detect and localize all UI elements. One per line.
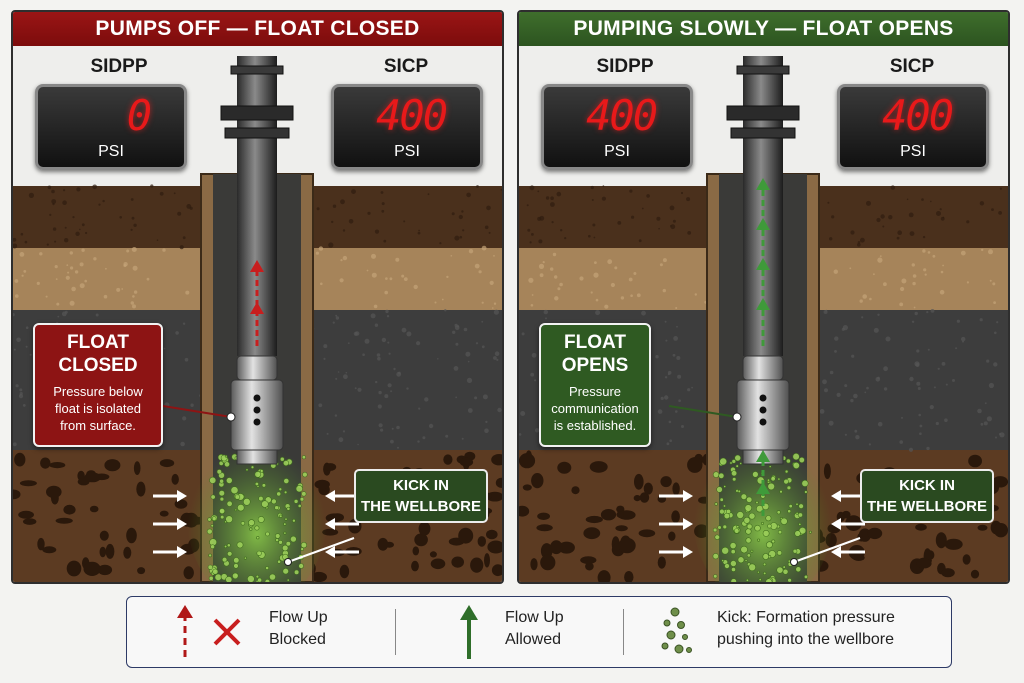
- kick-label: KICK IN THE WELLBORE: [860, 469, 994, 523]
- float-valve: [230, 379, 284, 451]
- legend: Flow Up Blocked Flow Up Allowed Kick: Form…: [126, 596, 952, 668]
- green-arrow-up-icon: [460, 605, 478, 659]
- panel-title: PUMPS OFF — FLOAT CLOSED: [13, 12, 502, 46]
- callout-heading-1: FLOAT: [564, 332, 626, 353]
- kick-label-2: THE WELLBORE: [361, 498, 481, 515]
- legend-allowed-line2: Allowed: [505, 631, 562, 648]
- callout-body-3: is established.: [553, 418, 637, 433]
- sicp-value: 400: [882, 91, 954, 140]
- legend-blocked-text: Flow Up Blocked: [269, 607, 328, 651]
- formation-layers: [13, 46, 502, 582]
- kick-label: KICK IN THE WELLBORE: [354, 469, 488, 523]
- panel-pumps-off: PUMPS OFF — FLOAT CLOSED SIDPP 0 PSI SIC…: [11, 10, 504, 584]
- sicp-label: SICP: [383, 56, 429, 77]
- legend-kick-line1: Kick: Formation pressure: [717, 609, 895, 626]
- callout-body-2: communication: [551, 401, 639, 416]
- legend-blocked-icons: [177, 605, 241, 657]
- legend-kick-text: Kick: Formation pressure pushing into the…: [717, 607, 895, 651]
- panel-pumping-slowly: PUMPING SLOWLY — FLOAT OPENS SIDPP 400 P…: [517, 10, 1010, 584]
- sidpp-unit: PSI: [98, 143, 124, 160]
- callout-heading-2: OPENS: [561, 355, 629, 376]
- legend-divider: [623, 609, 624, 655]
- legend-blocked-line2: Blocked: [269, 631, 326, 648]
- legend-divider: [395, 609, 396, 655]
- bubbles-icon: [661, 607, 692, 654]
- panel-title: PUMPING SLOWLY — FLOAT OPENS: [519, 12, 1008, 46]
- sicp-value: 400: [376, 91, 448, 140]
- sicp-unit: PSI: [900, 143, 926, 160]
- float-sub-top: [236, 355, 278, 381]
- legend-allowed-text: Flow Up Allowed: [505, 607, 564, 651]
- callout-heading-2: CLOSED: [58, 355, 138, 376]
- legend-kick-line2: pushing into the wellbore: [717, 631, 895, 648]
- kick-label-1: KICK IN: [393, 477, 449, 494]
- kick-label-1: KICK IN: [899, 477, 955, 494]
- callout-body-1: Pressure: [568, 384, 622, 399]
- sidpp-label: SIDPP: [596, 56, 654, 77]
- callout-heading-1: FLOAT: [67, 332, 129, 353]
- sicp-gauge: 400 PSI: [837, 84, 989, 170]
- sicp-unit: PSI: [394, 143, 420, 160]
- well-scene: [13, 46, 502, 582]
- sidpp-gauge: 400 PSI: [541, 84, 693, 170]
- sidpp-value: 400: [586, 91, 658, 140]
- float-sub-top: [742, 355, 784, 381]
- sidpp-gauge: 0 PSI: [35, 84, 187, 170]
- legend-blocked-line1: Flow Up: [269, 609, 328, 626]
- callout-body-3: from surface.: [60, 418, 136, 433]
- kick-label-2: THE WELLBORE: [867, 498, 987, 515]
- sidpp-label: SIDPP: [90, 56, 148, 77]
- float-valve: [736, 379, 790, 451]
- callout-body-2: float is isolated: [55, 401, 141, 416]
- sicp-gauge: 400 PSI: [331, 84, 483, 170]
- sidpp-value: 0: [126, 91, 152, 140]
- red-arrow-up-icon: [177, 605, 193, 657]
- red-x-icon: [213, 618, 241, 646]
- callout-body-1: Pressure below: [53, 384, 143, 399]
- sicp-label: SICP: [889, 56, 935, 77]
- sidpp-unit: PSI: [604, 143, 630, 160]
- legend-allowed-line1: Flow Up: [505, 609, 564, 626]
